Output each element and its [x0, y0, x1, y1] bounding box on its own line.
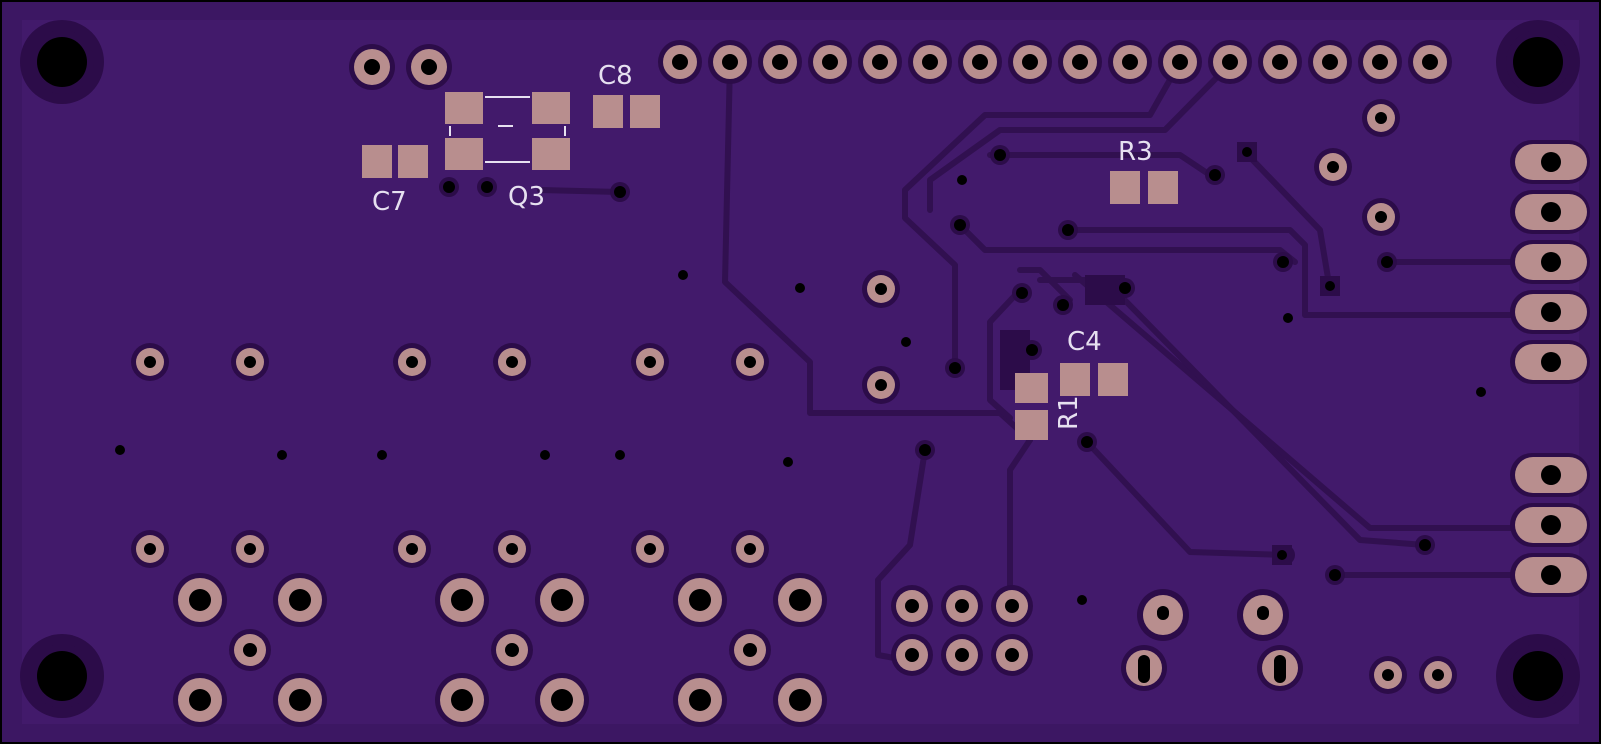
- oval-connector-pad: [1510, 503, 1590, 547]
- clearance-patches: [1000, 275, 1125, 390]
- edge-connector-pads: [1510, 140, 1590, 597]
- via: [954, 219, 966, 231]
- r1-pad-1: [1015, 373, 1048, 403]
- via: [994, 149, 1006, 161]
- via: [1062, 224, 1074, 236]
- via: [1081, 436, 1093, 448]
- via: [919, 444, 931, 456]
- via: [614, 186, 626, 198]
- header-pin-row: [658, 40, 1452, 84]
- via: [443, 181, 455, 193]
- r1-pad-2: [1015, 410, 1048, 440]
- c4-pad-2: [1098, 363, 1128, 396]
- oval-connector-pad: [1510, 190, 1590, 234]
- via: [1277, 256, 1289, 268]
- oval-connector-pad: [1510, 553, 1590, 597]
- copper-traces: [537, 59, 1523, 663]
- via-small: [615, 450, 625, 460]
- via: [1119, 282, 1131, 294]
- via: [949, 362, 961, 374]
- r3-pad-1: [1110, 171, 1140, 204]
- label-r3: R3: [1118, 137, 1153, 167]
- thru-hole-pads-large: [173, 573, 827, 727]
- q3-pad-3: [445, 138, 483, 170]
- oval-connector-pad: [1510, 340, 1590, 384]
- q3-outline: [449, 96, 566, 163]
- via-small: [783, 457, 793, 467]
- via-small: [1077, 595, 1087, 605]
- label-r1: R1: [1054, 395, 1084, 430]
- label-c4: C4: [1067, 327, 1102, 357]
- thru-hole-pads-small: [131, 44, 1457, 694]
- label-q3: Q3: [508, 182, 545, 212]
- q3-pad-4: [532, 138, 570, 170]
- via-small: [115, 445, 125, 455]
- slot-pads: [1121, 589, 1303, 691]
- c8-pad-2: [630, 95, 660, 128]
- c4-pad-1: [1060, 363, 1090, 396]
- oval-connector-pad: [1510, 290, 1590, 334]
- label-c7: C7: [372, 187, 407, 217]
- via-small: [1476, 387, 1486, 397]
- via-small: [678, 270, 688, 280]
- mounting-holes: [30, 30, 1570, 708]
- via: [1329, 569, 1341, 581]
- via: [1016, 287, 1028, 299]
- via: [1057, 299, 1069, 311]
- via-small: [795, 283, 805, 293]
- via: [1381, 256, 1393, 268]
- label-c8: C8: [598, 61, 633, 91]
- c8-pad-1: [593, 95, 623, 128]
- q3-pad-1: [445, 92, 483, 124]
- oval-connector-pad: [1510, 240, 1590, 284]
- oval-connector-pad: [1510, 453, 1590, 497]
- r3-pad-2: [1148, 171, 1178, 204]
- via-small: [957, 175, 967, 185]
- via: [1419, 539, 1431, 551]
- via-small: [1283, 313, 1293, 323]
- vias: [115, 142, 1486, 605]
- via-small: [901, 337, 911, 347]
- via: [1026, 344, 1038, 356]
- c7-pad-2: [398, 145, 428, 178]
- via-small: [277, 450, 287, 460]
- via: [481, 181, 493, 193]
- via: [1209, 169, 1221, 181]
- via-small: [540, 450, 550, 460]
- via-small: [377, 450, 387, 460]
- c7-pad-1: [362, 145, 392, 178]
- q3-pad-2: [532, 92, 570, 124]
- oval-connector-pad: [1510, 140, 1590, 184]
- smd-pads: [362, 92, 1178, 440]
